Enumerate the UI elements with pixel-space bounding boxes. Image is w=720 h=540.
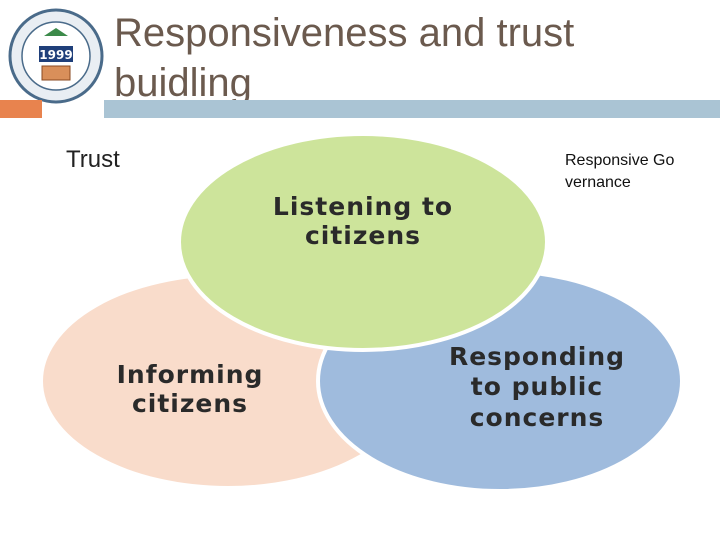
slide-title: Responsiveness and trust buidling xyxy=(114,11,575,105)
trust-label: Trust xyxy=(66,146,120,173)
venn-label-informing-1: Informing xyxy=(117,360,264,389)
venn-label-listening-1: Listening to xyxy=(273,192,453,221)
venn-label-listening-2: citizens xyxy=(305,221,421,250)
venn-circle-listening xyxy=(177,132,549,352)
venn-label-responding-3: concerns xyxy=(470,403,605,432)
venn-label-responding-2: to public xyxy=(471,372,603,401)
responsive-governance-label: Responsive Governance xyxy=(565,152,675,191)
logo-badge-text: 1999 xyxy=(39,48,72,62)
venn-label-responding-1: Responding xyxy=(449,342,625,371)
accent-bar-orange xyxy=(0,100,42,118)
venn-label-informing-2: citizens xyxy=(132,389,248,418)
emblem-logo-icon: 1999 xyxy=(8,8,104,104)
accent-bar-blue xyxy=(104,100,720,118)
